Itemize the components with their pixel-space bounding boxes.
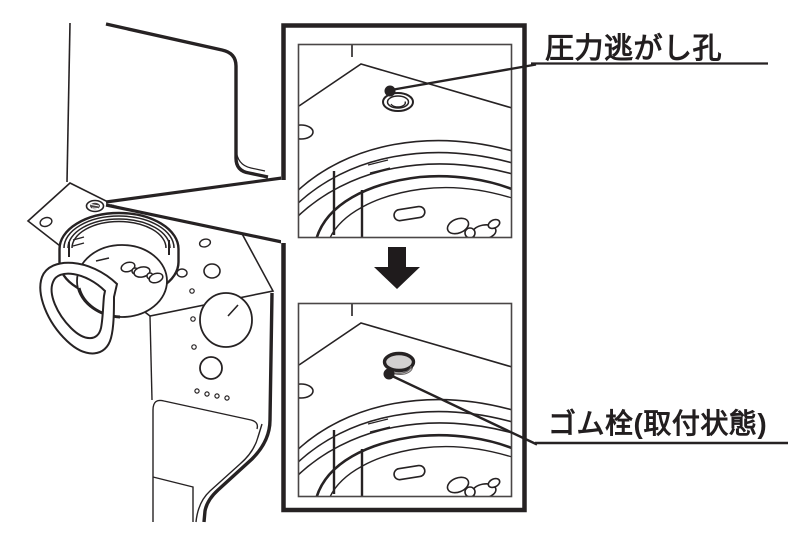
handle (39, 261, 119, 355)
round-button (199, 356, 223, 380)
appliance-illustration (26, 22, 275, 523)
appliance-body (149, 238, 274, 523)
down-arrow-icon (374, 247, 420, 289)
indicator-dots-row (194, 388, 230, 401)
inset-hole-open (382, 92, 414, 112)
rubber-plug (382, 351, 416, 375)
label-rubber-plug: ゴム栓(取付状態) (548, 408, 768, 439)
label-pressure-relief-hole: 圧力逃がし孔 (545, 33, 723, 65)
appliance-back-panel (66, 22, 269, 183)
control-knob (199, 292, 253, 348)
surface-small-hole (198, 238, 212, 248)
pressure-relief-hole (85, 199, 105, 213)
surface-vent-hole (39, 216, 53, 228)
leader-line-top (390, 63, 537, 92)
callout-dot-top (384, 85, 396, 97)
indicator-dots-column (189, 288, 197, 350)
inset-before (297, 43, 768, 239)
lid-wing-nuts (120, 261, 164, 284)
callout-box (281, 23, 788, 513)
leader-line-bottom (389, 373, 538, 446)
callout-dot-bottom (383, 368, 395, 380)
zoom-wedge (105, 176, 283, 244)
lid-side-hole (176, 268, 188, 278)
inset-after (297, 302, 788, 498)
panel-upper-hole (203, 263, 221, 279)
